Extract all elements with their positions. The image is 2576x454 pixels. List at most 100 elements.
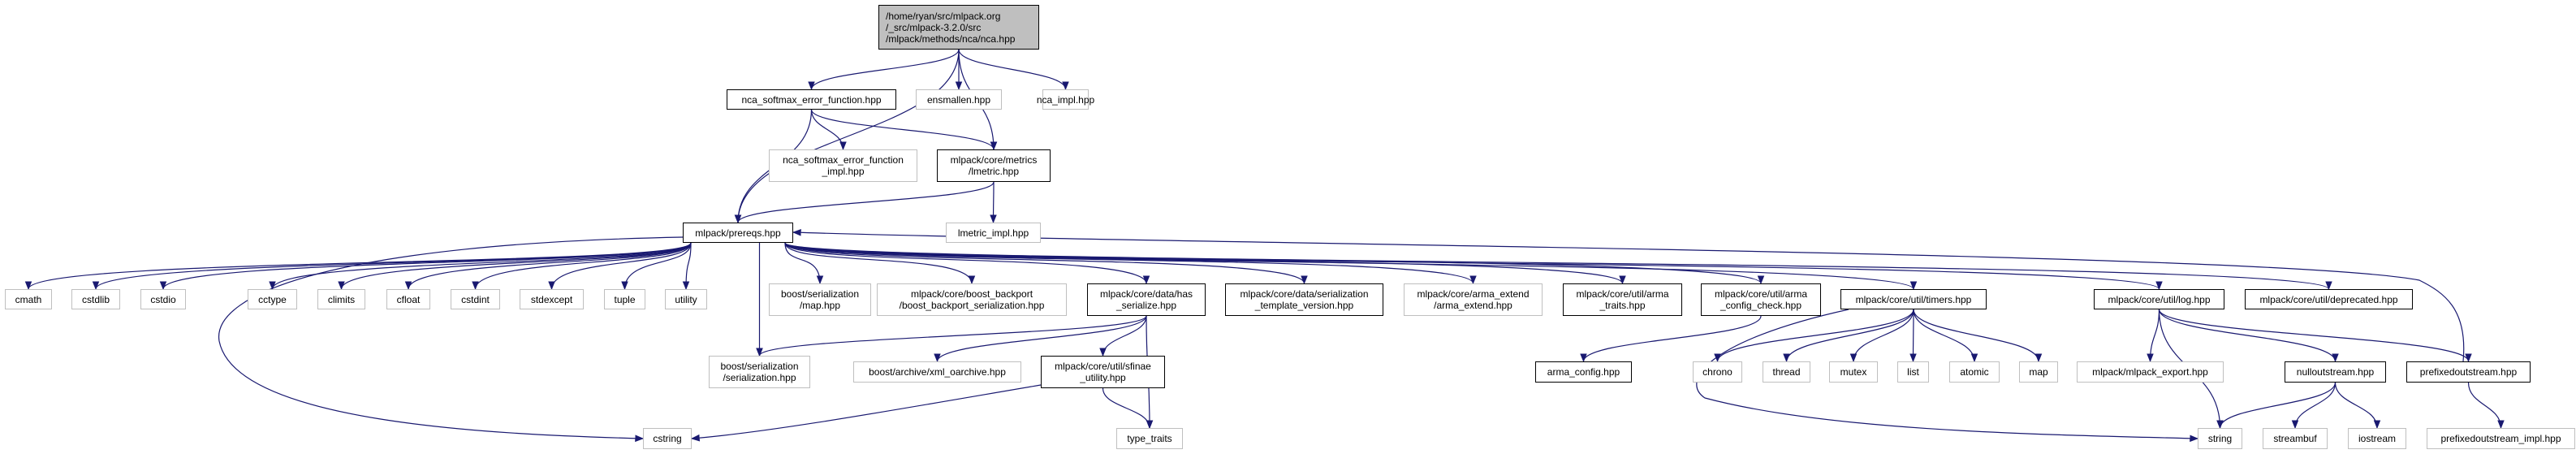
node-prefixedoutstream[interactable]: prefixedoutstream.hpp xyxy=(2406,361,2531,383)
node-label: mlpack/core/metrics xyxy=(950,154,1038,166)
node-label: type_traits xyxy=(1127,433,1172,444)
node-label: list xyxy=(1907,366,1919,378)
edge-prereqs-to-deprecated xyxy=(784,242,2332,291)
node-cctype: cctype xyxy=(248,289,297,309)
node-prereqs[interactable]: mlpack/prereqs.hpp xyxy=(683,223,793,243)
node-has-serialize[interactable]: mlpack/core/data/has_serialize.hpp xyxy=(1087,283,1206,316)
node-iostream: iostream xyxy=(2348,428,2406,449)
node-log[interactable]: mlpack/core/util/log.hpp xyxy=(2094,289,2224,309)
node-timers[interactable]: mlpack/core/util/timers.hpp xyxy=(1840,289,1987,309)
node-lmetric[interactable]: mlpack/core/metrics/lmetric.hpp xyxy=(937,149,1051,182)
edge-prereqs-to-cctype xyxy=(269,242,692,291)
edge-prereqs-to-arma_traits xyxy=(784,242,1626,285)
node-label: stdexcept xyxy=(530,293,573,305)
node-root[interactable]: /home/ryan/src/mlpack.org/_src/mlpack-3.… xyxy=(878,5,1039,50)
edge-prereqs-to-template_version xyxy=(784,242,1308,285)
node-label: _config_check.hpp xyxy=(1719,300,1802,311)
node-serialization: boost/serialization/serialization.hpp xyxy=(709,356,810,388)
node-arma-config[interactable]: arma_config.hpp xyxy=(1535,361,1632,383)
node-mlpack-export: mlpack/mlpack_export.hpp xyxy=(2077,361,2224,383)
node-cstdint: cstdint xyxy=(451,289,500,309)
node-label: streambuf xyxy=(2273,433,2317,444)
node-cmath: cmath xyxy=(5,289,52,309)
node-type-traits: type_traits xyxy=(1116,428,1183,449)
edge-prereqs-to-stdexcept xyxy=(548,242,692,291)
node-sfinae[interactable]: mlpack/core/util/sfinae_utility.hpp xyxy=(1041,356,1165,388)
node-label: cmath xyxy=(15,293,42,305)
edge-has_serialize-to-xml_oarchive xyxy=(934,315,1147,363)
edge-prereqs-to-tuple xyxy=(621,242,692,291)
edge-timers-to-chrono xyxy=(1714,309,1914,363)
node-nca-sef[interactable]: nca_softmax_error_function.hpp xyxy=(727,89,896,110)
node-label: cstdio xyxy=(150,293,176,305)
node-lmetric-impl: lmetric_impl.hpp xyxy=(946,223,1041,243)
node-xml-oarchive: boost/archive/xml_oarchive.hpp xyxy=(853,361,1021,383)
node-label: cstring xyxy=(653,433,682,444)
edge-prereqs-to-arma_extend xyxy=(784,242,1477,285)
edge-prereqs-to-cstring xyxy=(218,236,684,443)
node-label: cfloat xyxy=(396,293,421,305)
node-prefixedoutstream-impl: prefixedoutstream_impl.hpp xyxy=(2427,428,2575,449)
edge-prereqs-to-cstdint xyxy=(472,242,692,291)
node-stdexcept: stdexcept xyxy=(520,289,584,309)
node-label: mlpack/core/data/serialization xyxy=(1240,288,1369,300)
node-label: nca_softmax_error_function xyxy=(783,154,904,166)
node-label: _utility.hpp xyxy=(1080,372,1126,383)
edge-has_serialize-to-sfinae xyxy=(1099,315,1147,357)
node-label: prefixedoutstream.hpp xyxy=(2419,366,2518,378)
node-label: _template_version.hpp xyxy=(1254,300,1354,311)
node-cstdlib: cstdlib xyxy=(71,289,120,309)
node-ensmallen: ensmallen.hpp xyxy=(916,89,1002,110)
edge-has_serialize-to-serialization xyxy=(756,315,1147,357)
node-label: mutex xyxy=(1840,366,1867,378)
node-deprecated[interactable]: mlpack/core/util/deprecated.hpp xyxy=(2245,289,2413,309)
node-label: boost/serialization xyxy=(720,361,799,372)
node-label: mlpack/core/util/sfinae xyxy=(1055,361,1151,372)
node-list: list xyxy=(1897,361,1929,383)
edge-root-to-nca_impl xyxy=(958,49,1069,91)
edge-timers-to-string xyxy=(1696,309,2199,443)
node-arma-traits[interactable]: mlpack/core/util/arma_traits.hpp xyxy=(1563,283,1682,316)
node-label: cstdlib xyxy=(81,293,110,305)
node-config-check[interactable]: mlpack/core/util/arma_config_check.hpp xyxy=(1701,283,1821,316)
node-label: mlpack/core/util/log.hpp xyxy=(2108,293,2211,305)
node-label: /lmetric.hpp xyxy=(968,166,1020,177)
node-label: thread xyxy=(1772,366,1801,378)
node-nca-impl: nca_impl.hpp xyxy=(1037,89,1094,110)
edge-nulloutstream-to-iostream xyxy=(2334,382,2381,430)
node-streambuf: streambuf xyxy=(2263,428,2328,449)
node-label: nca_softmax_error_function.hpp xyxy=(741,93,882,106)
node-label: cctype xyxy=(258,293,287,305)
node-climits: climits xyxy=(317,289,365,309)
edge-nulloutstream-to-streambuf xyxy=(2291,382,2337,430)
edge-prefixedoutstream-to-prereqs xyxy=(792,229,2465,362)
node-label: utility xyxy=(675,293,697,305)
edge-prereqs-to-cmath xyxy=(24,242,692,291)
edge-nca_sef-to-lmetric xyxy=(810,109,998,151)
node-label: ensmallen.hpp xyxy=(926,93,991,106)
node-label: nulloutstream.hpp xyxy=(2296,366,2375,378)
node-label: tuple xyxy=(614,293,636,305)
edge-sfinae-to-type_traits xyxy=(1102,387,1154,430)
node-ser-map: boost/serialization/map.hpp xyxy=(769,283,871,316)
node-cstring: cstring xyxy=(643,428,692,449)
node-tuple: tuple xyxy=(604,289,645,309)
edge-prereqs-to-utility xyxy=(682,242,692,291)
node-nulloutstream[interactable]: nulloutstream.hpp xyxy=(2285,361,2386,383)
node-chrono: chrono xyxy=(1693,361,1742,383)
node-label: mlpack/mlpack_export.hpp xyxy=(2092,366,2208,378)
edge-config_check-to-arma_config xyxy=(1580,315,1762,363)
edge-lmetric-to-lmetric_impl xyxy=(990,181,997,224)
node-cstdio: cstdio xyxy=(140,289,186,309)
node-label: map xyxy=(2029,366,2048,378)
node-label: /home/ryan/src/mlpack.org xyxy=(886,10,1001,22)
edge-prereqs-to-log xyxy=(784,242,2163,291)
edge-prereqs-to-cfloat xyxy=(404,242,692,291)
node-map: map xyxy=(2019,361,2058,383)
edge-timers-to-map xyxy=(1913,309,2043,363)
node-utility: utility xyxy=(665,289,707,309)
node-nca-sef-impl: nca_softmax_error_function_impl.hpp xyxy=(769,149,917,182)
node-label: string xyxy=(2207,433,2233,444)
node-template-version[interactable]: mlpack/core/data/serialization_template_… xyxy=(1225,283,1383,316)
